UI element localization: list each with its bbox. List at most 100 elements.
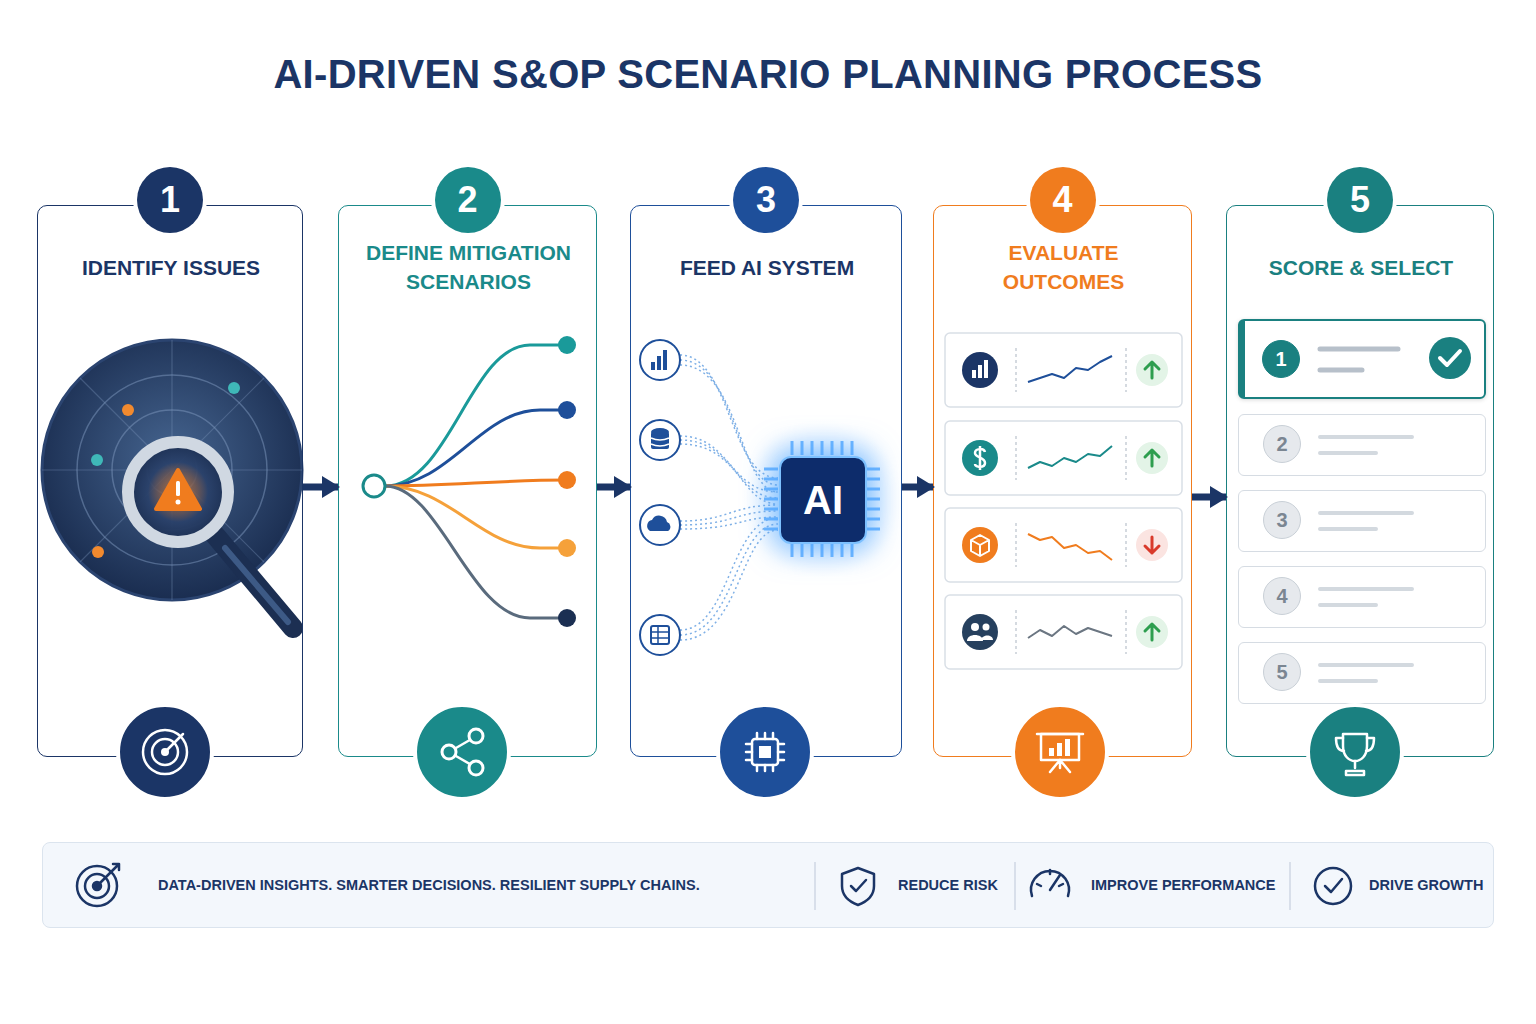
step-icon [143, 730, 1374, 775]
ai-input-flows [680, 355, 778, 478]
outcome-rows [962, 527, 998, 563]
outcome-rows [971, 623, 979, 631]
step-heading: SCORE & SELECT [1246, 236, 1476, 298]
step-icon [415, 705, 509, 799]
step-panel: 5SCORE & SELECT12345 [1226, 205, 1494, 757]
scenario-branches [385, 486, 567, 618]
scenario-branches [363, 475, 385, 497]
outcome-rows [1136, 354, 1168, 386]
step-icon [1013, 705, 1107, 799]
step-panel: 3FEED AI SYSTEMAI [630, 205, 902, 757]
band-divider [815, 862, 1290, 910]
benefit-icon [77, 866, 117, 906]
step-icon [449, 737, 475, 767]
outcome-rows [962, 352, 998, 388]
outcome-rows [984, 360, 988, 378]
outcome-rows [972, 360, 988, 378]
outcome-rows [1145, 537, 1159, 553]
step-icon [1057, 743, 1062, 756]
scenario-branches [558, 401, 576, 419]
outcome-rows [1028, 356, 1112, 382]
ai-input-flows [657, 356, 661, 370]
step-heading: EVALUATE OUTCOMES [949, 236, 1179, 298]
step-icon [1308, 705, 1402, 799]
outcome-rows [1145, 362, 1159, 640]
step-panel: 1IDENTIFY ISSUES [37, 205, 303, 757]
ai-input-flows [742, 419, 902, 579]
step-panel: 2DEFINE MITIGATION SCENARIOS [338, 205, 597, 757]
outcome-rows [971, 535, 989, 556]
outcome-rows [1028, 626, 1112, 638]
step-icon [469, 761, 483, 775]
step-icon [718, 705, 812, 799]
benefit-label: REDUCE RISK [898, 843, 998, 927]
outcome-rows [1028, 446, 1112, 468]
outcome-rows [1028, 534, 1112, 560]
rank-number: 2 [1263, 425, 1301, 463]
benefit-icon [1037, 870, 1063, 890]
radar-illustration [215, 535, 293, 628]
benefit-label: DRIVE GROWTH [1369, 843, 1483, 927]
benefit-band: DATA-DRIVEN INSIGHTS. SMARTER DECISIONS.… [42, 842, 1494, 928]
step-icon [1037, 734, 1083, 772]
rank-number: 3 [1263, 501, 1301, 539]
step-icon [1065, 739, 1070, 756]
ranked-option: 2 [1238, 414, 1486, 476]
step-number: 3 [733, 167, 799, 233]
radar-illustration [42, 340, 302, 600]
benefit-icon [851, 880, 866, 891]
step-icon [1343, 734, 1367, 761]
step-icon [152, 739, 178, 765]
radar-illustration [42, 340, 302, 600]
scenario-branches [558, 471, 576, 489]
ai-input-flows [640, 340, 902, 655]
ai-input-flows [680, 444, 778, 504]
ai-input-flows [651, 362, 655, 370]
benefit-icon [1325, 879, 1342, 892]
step-icon [469, 729, 483, 743]
outcome-rows [972, 370, 976, 378]
flow-arrow [902, 484, 933, 491]
ai-input-flows [640, 340, 680, 380]
radar-illustration [225, 548, 288, 622]
step-icon [161, 748, 169, 756]
step-number: 5 [1327, 167, 1393, 233]
step-icon [1041, 734, 1079, 760]
flow-arrow [1192, 494, 1226, 501]
ai-input-flows [651, 626, 669, 644]
ai-input-flows [680, 518, 778, 630]
ai-input-flows [680, 360, 778, 485]
ai-input-flows [680, 365, 778, 492]
benefit-icon [97, 864, 119, 886]
outcome-rows [945, 508, 1182, 582]
benefit-label: IMPROVE PERFORMANCE [1091, 843, 1276, 927]
ranking-decoration [1320, 437, 1412, 681]
outcome-rows [975, 446, 985, 470]
ai-input-flows [640, 505, 680, 545]
ai-input-flows [651, 428, 669, 436]
ranking-decoration [1320, 337, 1471, 681]
step-icon [746, 733, 784, 771]
ai-input-flows [640, 340, 680, 655]
ai-input-flows [647, 516, 670, 531]
step-number: 1 [137, 167, 203, 233]
diagram-title: AI-DRIVEN S&OP SCENARIO PLANNING PROCESS [0, 52, 1536, 97]
tagline: DATA-DRIVEN INSIGHTS. SMARTER DECISIONS.… [158, 843, 700, 927]
step-icon [442, 745, 456, 759]
ranked-option: 1 [1238, 319, 1486, 399]
ai-input-flows [640, 420, 680, 460]
step-panel: 4EVALUATE OUTCOMES [933, 205, 1192, 757]
outcome-rows [1028, 356, 1112, 638]
outcome-rows [1145, 450, 1159, 466]
scenario-branches [385, 410, 567, 486]
outcome-rows [1136, 442, 1168, 474]
outcome-rows [1136, 616, 1168, 648]
ranked-option: 5 [1238, 642, 1486, 704]
benefit-icon [85, 874, 109, 898]
radar-illustration [122, 404, 134, 416]
ai-input-flows [680, 517, 778, 529]
step-heading: FEED AI SYSTEM [652, 236, 882, 298]
step-icon [143, 730, 187, 774]
outcome-rows [1145, 624, 1159, 640]
